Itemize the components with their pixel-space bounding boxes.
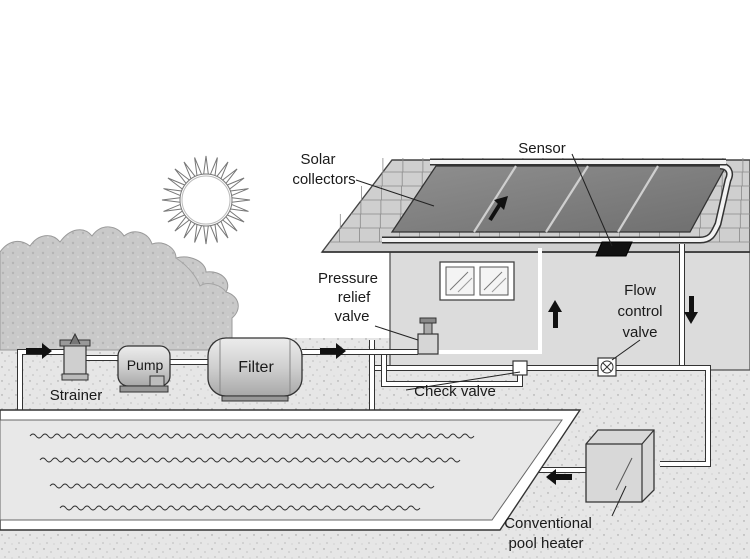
shrubbery — [0, 226, 239, 351]
label-sensor: Sensor — [518, 140, 566, 157]
filter-tank — [207, 337, 303, 402]
label-pool-heater-line1: Conventional — [504, 515, 592, 532]
leader-lines — [355, 153, 641, 517]
label-pool-heater-line2: pool heater — [508, 535, 583, 552]
label-pressure-relief-line1: Pressure — [318, 270, 378, 287]
arrow-up-icon — [548, 300, 562, 328]
sensor — [595, 241, 633, 257]
label-flow-control-line2: control — [617, 303, 662, 320]
label-pressure-relief-line2: relief — [338, 289, 371, 306]
strainer — [59, 332, 91, 381]
arrow-left-icon — [546, 469, 572, 485]
solar-collector-panel — [390, 165, 728, 233]
label-strainer: Strainer — [50, 387, 103, 404]
arrow-down-icon — [684, 296, 698, 324]
panel-flow-arrow-icon — [488, 196, 508, 222]
label-solar-collectors-line2: collectors — [292, 171, 355, 188]
collector-header-pipes — [382, 158, 734, 244]
pool-heater — [585, 429, 655, 503]
flow-arrows — [26, 296, 698, 485]
arrow-right-icon — [26, 343, 52, 359]
label-flow-control-line1: Flow — [624, 282, 656, 299]
label-solar-collectors-line1: Solar — [300, 151, 335, 168]
pressure-relief-valve — [417, 317, 439, 355]
label-pressure-relief-line3: valve — [334, 308, 369, 325]
label-filter: Filter — [238, 359, 274, 376]
label-pump: Pump — [127, 357, 164, 373]
sun-icon — [161, 155, 251, 245]
flow-control-valve — [597, 357, 617, 377]
pump — [117, 345, 171, 393]
label-flow-control-line3: valve — [622, 324, 657, 341]
pool — [0, 409, 582, 531]
check-valve — [512, 360, 528, 376]
label-check-valve: Check valve — [414, 383, 496, 400]
house-window — [439, 261, 515, 301]
arrow-right-icon — [320, 343, 346, 359]
labels: Solar collectors Sensor Pressure relief … — [50, 140, 663, 552]
